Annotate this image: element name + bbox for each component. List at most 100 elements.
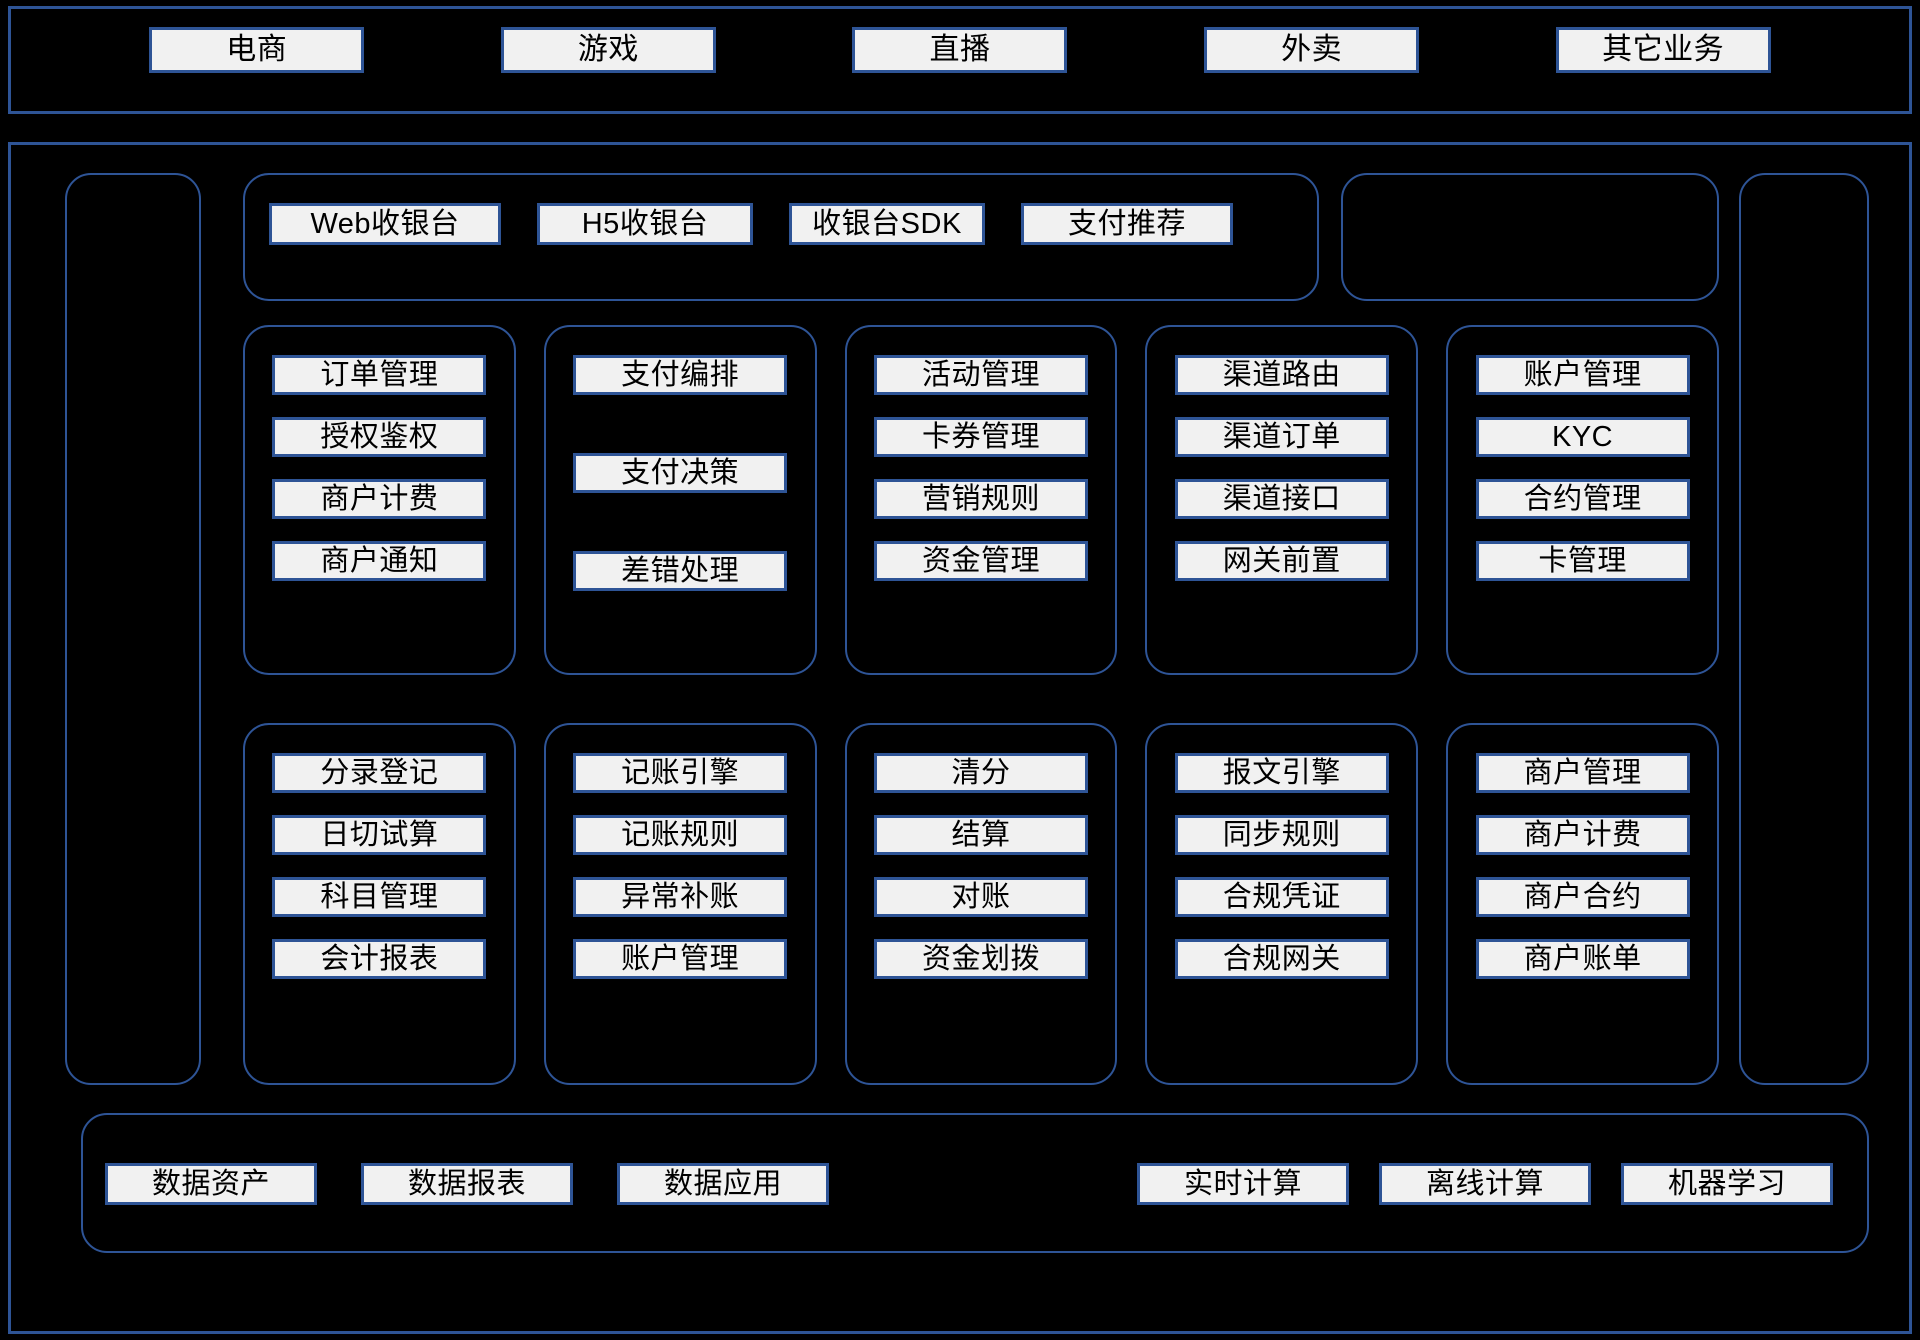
- module-item-label: 渠道订单: [1222, 420, 1341, 453]
- module-item[interactable]: 商户账单: [1475, 939, 1690, 979]
- module-item[interactable]: 账户管理: [573, 939, 788, 979]
- module-column-clearing: 清分 结算 对账 资金划拨: [844, 723, 1118, 1085]
- module-item[interactable]: 渠道接口: [1174, 479, 1389, 519]
- module-item[interactable]: 支付决策: [573, 453, 788, 493]
- data-item-report[interactable]: 数据报表: [361, 1163, 573, 1205]
- module-item[interactable]: 账户管理: [1475, 355, 1690, 395]
- module-item[interactable]: 卡券管理: [873, 417, 1088, 457]
- module-item[interactable]: 记账规则: [573, 815, 788, 855]
- module-item-label: 合规网关: [1222, 942, 1341, 975]
- module-item-label: 同步规则: [1222, 818, 1341, 851]
- module-item[interactable]: 活动管理: [873, 355, 1088, 395]
- cashier-item-list: Web收银台 H5收银台 收银台SDK 支付推荐: [269, 203, 1233, 245]
- data-platform-band: 数据资产 数据报表 数据应用 实时计算 离线计算 机器学习: [81, 1113, 1869, 1253]
- business-item-food-delivery[interactable]: 外卖: [1204, 27, 1420, 73]
- module-item[interactable]: 网关前置: [1174, 541, 1389, 581]
- data-item-label: 数据资产: [151, 1167, 270, 1200]
- module-item[interactable]: 订单管理: [272, 355, 487, 395]
- data-item-application[interactable]: 数据应用: [617, 1163, 829, 1205]
- data-item-label: 实时计算: [1183, 1167, 1302, 1200]
- module-item-label: 合规凭证: [1222, 880, 1341, 913]
- module-item[interactable]: 资金划拨: [873, 939, 1088, 979]
- module-column-bookkeeping: 记账引擎 记账规则 异常补账 账户管理: [543, 723, 817, 1085]
- module-item[interactable]: 商户管理: [1475, 753, 1690, 793]
- module-item[interactable]: KYC: [1475, 417, 1690, 457]
- module-item-label: 订单管理: [320, 358, 439, 391]
- cashier-item-label: 收银台SDK: [812, 207, 962, 240]
- module-item-label: 差错处理: [621, 554, 740, 587]
- module-item[interactable]: 授权鉴权: [272, 417, 487, 457]
- module-item[interactable]: 卡管理: [1475, 541, 1690, 581]
- module-item[interactable]: 合约管理: [1475, 479, 1690, 519]
- module-column-merchant: 商户管理 商户计费 商户合约 商户账单: [1446, 723, 1719, 1085]
- module-item[interactable]: 同步规则: [1174, 815, 1389, 855]
- data-item-offline-compute[interactable]: 离线计算: [1379, 1163, 1591, 1205]
- module-item[interactable]: 结算: [873, 815, 1088, 855]
- module-item[interactable]: 商户合约: [1475, 877, 1690, 917]
- module-item[interactable]: 日切试算: [272, 815, 487, 855]
- module-column-accounting: 分录登记 日切试算 科目管理 会计报表: [243, 723, 516, 1085]
- business-scenario-list: 电商 游戏 直播 外卖 其它业务: [11, 27, 1909, 73]
- business-item-label: 外卖: [1281, 33, 1343, 66]
- data-item-label: 数据应用: [663, 1167, 782, 1200]
- module-item[interactable]: 渠道路由: [1174, 355, 1389, 395]
- module-item[interactable]: 科目管理: [272, 877, 487, 917]
- module-item[interactable]: 对账: [873, 877, 1088, 917]
- module-item[interactable]: 营销规则: [873, 479, 1088, 519]
- module-item-label: 卡管理: [1538, 544, 1627, 577]
- cashier-item-web[interactable]: Web收银台: [269, 203, 501, 245]
- module-item[interactable]: 会计报表: [272, 939, 487, 979]
- module-item[interactable]: 合规网关: [1174, 939, 1389, 979]
- business-item-ecommerce[interactable]: 电商: [149, 27, 365, 73]
- business-item-gaming[interactable]: 游戏: [500, 27, 716, 73]
- module-item-label: 清分: [951, 756, 1011, 789]
- business-item-livestream[interactable]: 直播: [852, 27, 1068, 73]
- right-rail-container: [1739, 173, 1869, 1085]
- module-row-accounting: 分录登记 日切试算 科目管理 会计报表 记账引擎 记账规则 异常补账 账户管理 …: [243, 723, 1719, 1085]
- module-column-payment-core: 支付编排 支付决策 差错处理: [543, 325, 817, 675]
- module-item[interactable]: 商户计费: [1475, 815, 1690, 855]
- module-item-label: 授权鉴权: [320, 420, 439, 453]
- module-item-label: KYC: [1552, 420, 1614, 453]
- module-item-label: 渠道接口: [1222, 482, 1341, 515]
- module-item-label: 资金管理: [921, 544, 1040, 577]
- module-item[interactable]: 商户计费: [272, 479, 487, 519]
- cashier-item-h5[interactable]: H5收银台: [537, 203, 753, 245]
- business-scenario-band: 电商 游戏 直播 外卖 其它业务: [8, 6, 1912, 114]
- module-item-label: 营销规则: [921, 482, 1040, 515]
- module-item-label: 对账: [951, 880, 1011, 913]
- cashier-item-label: H5收银台: [581, 207, 709, 240]
- data-item-asset[interactable]: 数据资产: [105, 1163, 317, 1205]
- module-item[interactable]: 商户通知: [272, 541, 487, 581]
- data-item-realtime-compute[interactable]: 实时计算: [1137, 1163, 1349, 1205]
- module-item-label: 会计报表: [320, 942, 439, 975]
- module-item-label: 商户账单: [1523, 942, 1642, 975]
- module-item[interactable]: 分录登记: [272, 753, 487, 793]
- module-item[interactable]: 清分: [873, 753, 1088, 793]
- data-item-label: 离线计算: [1425, 1167, 1544, 1200]
- business-item-other[interactable]: 其它业务: [1555, 27, 1771, 73]
- module-item[interactable]: 合规凭证: [1174, 877, 1389, 917]
- module-item-label: 活动管理: [921, 358, 1040, 391]
- module-item-label: 商户合约: [1523, 880, 1642, 913]
- module-item-label: 商户计费: [320, 482, 439, 515]
- module-item[interactable]: 差错处理: [573, 551, 788, 591]
- data-item-machine-learning[interactable]: 机器学习: [1621, 1163, 1833, 1205]
- module-item[interactable]: 渠道订单: [1174, 417, 1389, 457]
- module-item[interactable]: 报文引擎: [1174, 753, 1389, 793]
- cashier-item-sdk[interactable]: 收银台SDK: [789, 203, 985, 245]
- module-item[interactable]: 记账引擎: [573, 753, 788, 793]
- module-column-account: 账户管理 KYC 合约管理 卡管理: [1446, 325, 1719, 675]
- module-item-label: 网关前置: [1222, 544, 1341, 577]
- business-item-label: 其它业务: [1602, 33, 1725, 66]
- module-item[interactable]: 支付编排: [573, 355, 788, 395]
- data-compute-list: 实时计算 离线计算 机器学习: [1137, 1163, 1833, 1205]
- module-item[interactable]: 异常补账: [573, 877, 788, 917]
- module-item-label: 记账规则: [621, 818, 740, 851]
- module-item-label: 异常补账: [621, 880, 740, 913]
- module-item[interactable]: 资金管理: [873, 541, 1088, 581]
- cashier-group: Web收银台 H5收银台 收银台SDK 支付推荐: [243, 173, 1319, 301]
- cashier-item-payment-recommendation[interactable]: 支付推荐: [1021, 203, 1233, 245]
- business-item-label: 电商: [226, 33, 288, 66]
